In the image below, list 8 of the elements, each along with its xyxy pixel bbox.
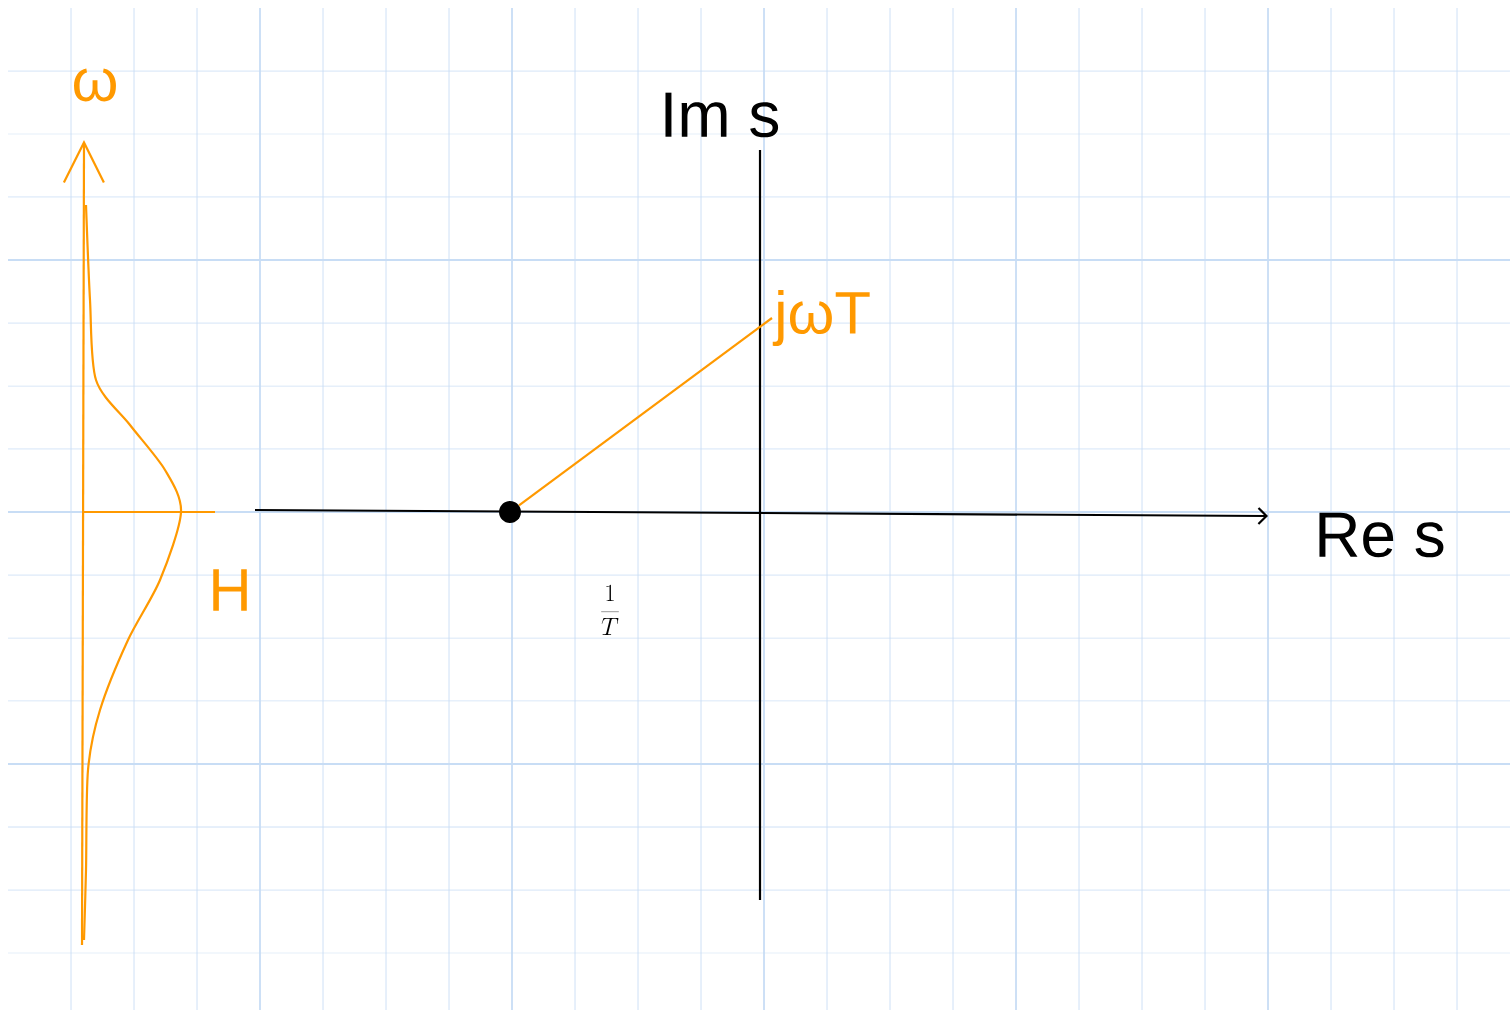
axis-label: Re s — [1319, 512, 1444, 558]
axis-label: ω — [74, 68, 116, 102]
axis-label: H — [213, 569, 247, 611]
pole-dot — [499, 501, 521, 523]
pole-label: $\frac{1}{T}$ — [601, 584, 619, 635]
point-label: jωT — [772, 290, 870, 346]
axis-label: Im s — [665, 92, 779, 138]
line — [518, 317, 773, 507]
